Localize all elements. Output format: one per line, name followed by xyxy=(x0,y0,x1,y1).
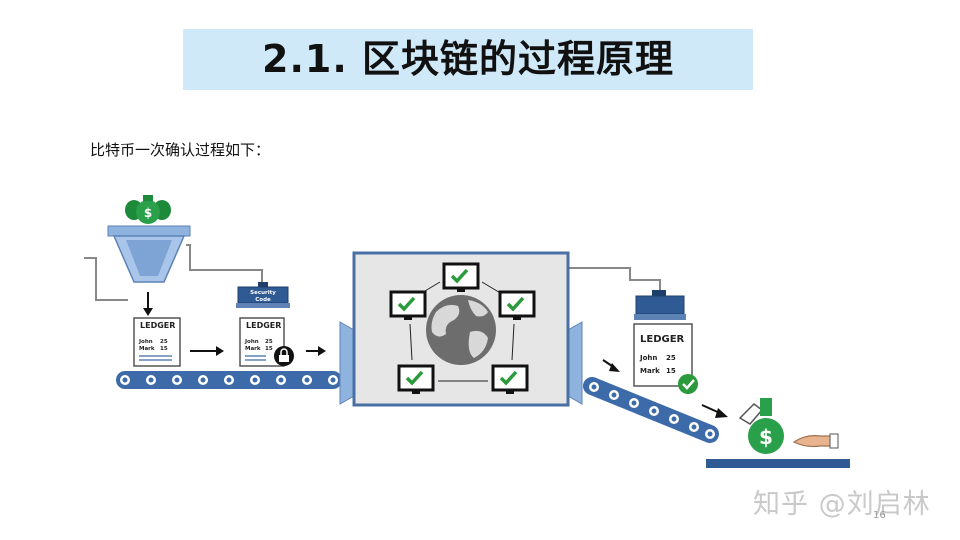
watermark: 知乎 @刘启林 xyxy=(753,489,931,520)
lock-icon xyxy=(274,346,294,366)
ledger-1-name-1: John xyxy=(138,339,153,345)
money-bag-exchange-icon: $ xyxy=(738,398,839,454)
monitor-check-icon-right xyxy=(498,290,536,320)
monitor-check-icon-bottom-left xyxy=(397,364,435,394)
ledger-1-title: LEDGER xyxy=(140,321,175,330)
funnel-icon xyxy=(107,225,191,283)
ledger-document-3: LEDGER John 25 Mark 15 xyxy=(633,323,693,387)
ledger-2-name-2: Mark xyxy=(245,346,261,352)
approval-stamp xyxy=(634,290,686,320)
monitor-check-icon-left xyxy=(389,290,427,320)
ledger-3-amount-2: 15 xyxy=(666,367,676,375)
verified-check-icon xyxy=(678,374,698,394)
conveyor-belt-right xyxy=(583,377,719,443)
page-number: 16 xyxy=(873,510,886,521)
payout-platform xyxy=(706,459,850,468)
ledger-1-amount-2: 15 xyxy=(160,346,168,352)
money-bag-symbol: $ xyxy=(144,206,152,220)
security-code-stamp: Security Code xyxy=(236,282,290,308)
machine-outlet-flap xyxy=(567,321,583,405)
monitor-check-icon-top xyxy=(442,262,480,292)
security-label-line1: Security xyxy=(250,290,276,296)
ledger-1-name-2: Mark xyxy=(139,346,155,352)
globe-icon xyxy=(426,295,496,365)
ledger-1-amount-1: 25 xyxy=(160,339,168,345)
conveyor-belt-left xyxy=(116,371,342,389)
ledger-2-title: LEDGER xyxy=(246,321,281,330)
ledger-3-name-1: John xyxy=(639,354,657,362)
ledger-2-name-1: John xyxy=(244,339,259,345)
slide-title: 2.1. 区块链的过程原理 xyxy=(262,37,674,81)
ledger-2-amount-2: 15 xyxy=(265,346,273,352)
monitor-check-icon-bottom-right xyxy=(491,364,529,394)
money-bag-exchange-symbol: $ xyxy=(759,425,773,449)
title-band xyxy=(183,29,753,90)
ledger-2-amount-1: 25 xyxy=(265,339,273,345)
slide-subtitle: 比特币一次确认过程如下： xyxy=(90,141,271,159)
verification-machine xyxy=(352,251,570,407)
machine-inlet-flap xyxy=(339,321,355,405)
money-bags-icon: $ xyxy=(125,195,171,224)
ledger-3-title: LEDGER xyxy=(640,334,685,345)
ledger-document-1: LEDGER John 25 Mark 15 xyxy=(133,317,181,367)
ledger-3-name-2: Mark xyxy=(640,367,660,375)
ledger-3-amount-1: 25 xyxy=(666,354,676,362)
security-label-line2: Code xyxy=(255,297,271,303)
